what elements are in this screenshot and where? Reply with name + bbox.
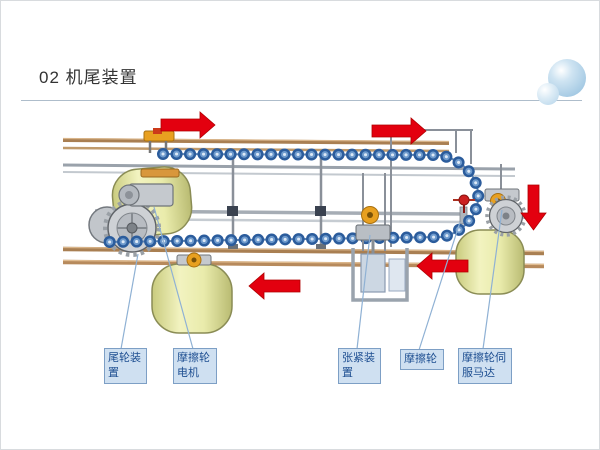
chain-roller-centers bbox=[105, 152, 480, 244]
callout-label-tail-wheel-device: 尾轮装置 bbox=[104, 348, 147, 384]
title-divider bbox=[21, 100, 582, 101]
tensioner-block bbox=[355, 224, 391, 241]
support-posts bbox=[227, 129, 473, 249]
tail-wheel-hub bbox=[126, 222, 138, 234]
post-1-block bbox=[227, 206, 238, 216]
callout-line-tensioner bbox=[356, 234, 371, 350]
tail-wheel-teeth bbox=[103, 199, 161, 257]
callout-label-friction-wheel-motor: 摩擦轮电机 bbox=[173, 348, 217, 384]
post-2-block bbox=[315, 206, 326, 216]
flow-arrow-top-left-right-icon bbox=[160, 111, 216, 139]
callout-label-tensioning-device: 张紧装置 bbox=[338, 348, 381, 384]
tensioner-weight-1 bbox=[360, 253, 386, 293]
friction-wheel-hub bbox=[502, 212, 510, 220]
callout-label-friction-wheel-servo-motor: 摩擦轮伺服马达 bbox=[458, 348, 512, 384]
callout-label-friction-wheel: 摩擦轮 bbox=[400, 349, 444, 370]
rail-top-copper-highlight bbox=[62, 137, 450, 143]
motor-shaft bbox=[125, 191, 133, 199]
tensioner-gear-hub bbox=[367, 212, 373, 218]
flow-arrow-bottom-center-left-icon bbox=[248, 272, 301, 300]
post-1-foot bbox=[228, 244, 238, 249]
friction-wheel-motor-assembly bbox=[118, 128, 180, 207]
top-clamp-red bbox=[153, 128, 162, 134]
tensioner-weight-2 bbox=[388, 258, 406, 292]
decorative-circle-small bbox=[537, 83, 559, 105]
page-title: 02 机尾装置 bbox=[39, 68, 138, 87]
mount-gear-hub bbox=[191, 257, 197, 263]
flow-arrow-bottom-right-left-icon bbox=[416, 252, 469, 280]
motor-orange-bar bbox=[140, 168, 180, 178]
tensioning-assembly bbox=[351, 173, 409, 302]
rail-upper-gray bbox=[62, 163, 516, 171]
drum-mount-bottom bbox=[176, 252, 212, 268]
callout-line-servo-motor bbox=[482, 209, 503, 350]
valve-red bbox=[458, 194, 470, 206]
callout-line-friction-motor bbox=[153, 206, 194, 350]
tensioner-u-bracket bbox=[351, 248, 409, 302]
tail-wheel-assembly bbox=[88, 199, 161, 257]
flow-arrow-top-right-right-icon bbox=[371, 117, 427, 145]
callout-line-friction-wheel bbox=[418, 221, 461, 351]
flow-arrow-right-down-icon bbox=[520, 184, 547, 231]
roller-chain bbox=[101, 148, 485, 248]
rail-top-copper bbox=[62, 138, 450, 145]
callout-lines bbox=[120, 206, 503, 351]
callout-line-tail-wheel bbox=[120, 253, 139, 350]
post-2-foot bbox=[316, 244, 326, 249]
drum-bottom-left bbox=[151, 263, 233, 334]
flow-arrows bbox=[160, 111, 547, 300]
